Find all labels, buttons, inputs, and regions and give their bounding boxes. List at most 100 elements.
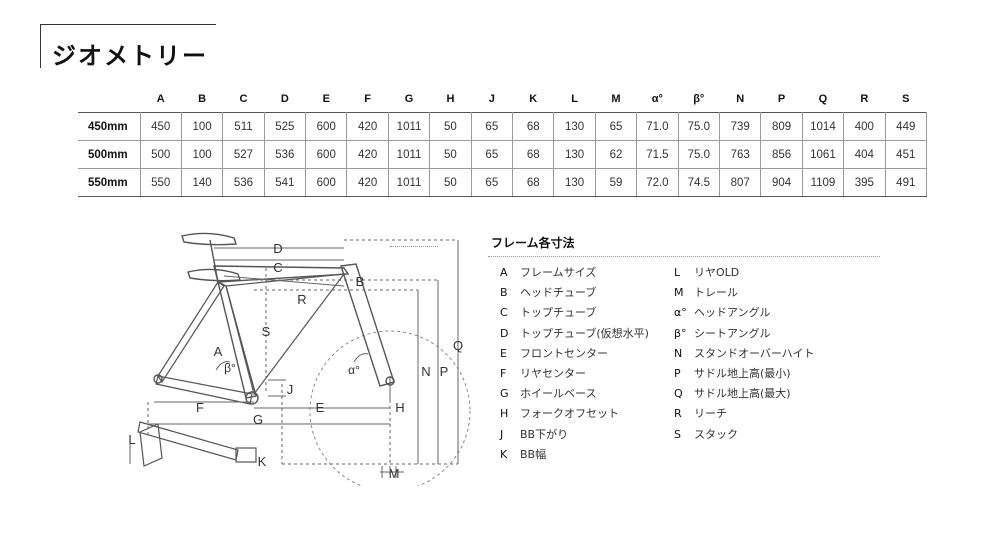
legend-key: R xyxy=(674,407,682,421)
dim-label-p: P xyxy=(440,364,449,379)
table-cell: 527 xyxy=(222,140,265,169)
table-cell: 420 xyxy=(346,112,389,141)
table-cell: 50 xyxy=(429,112,472,141)
legend-key: S xyxy=(674,427,681,441)
table-cell: 536 xyxy=(222,168,265,197)
dim-label-s: S xyxy=(262,324,271,339)
table-cell: 395 xyxy=(843,168,886,197)
table-cell: 600 xyxy=(305,140,348,169)
legend-label: ヘッドチューブ xyxy=(520,286,597,300)
legend-item: D トップチューブ(仮想水平) xyxy=(500,324,649,344)
table-cell: 50 xyxy=(429,168,472,197)
table-cell: 511 xyxy=(222,112,265,141)
table-cell: 550 xyxy=(139,168,182,197)
legend-item: M トレール xyxy=(674,283,814,303)
dim-label-m: M xyxy=(389,466,400,481)
table-cell: 451 xyxy=(884,140,928,169)
frame-size-cell: 500mm xyxy=(78,140,141,169)
dim-label-h: H xyxy=(395,400,404,415)
legend-key: N xyxy=(674,346,683,360)
table-cell: 525 xyxy=(263,112,307,141)
table-cell: 1109 xyxy=(801,168,845,197)
table-cell: 65 xyxy=(470,112,514,141)
legend-item: α° ヘッドアングル xyxy=(674,303,814,323)
legend-label: フロントセンター xyxy=(520,346,608,360)
table-cell: 65 xyxy=(470,140,514,169)
legend-key: H xyxy=(500,407,509,421)
dim-label-alpha: α° xyxy=(348,363,360,377)
column-header: A xyxy=(156,93,165,105)
table-cell: 59 xyxy=(594,168,638,197)
legend-footer-rule xyxy=(390,246,438,247)
table-cell: 75.0 xyxy=(677,140,720,169)
table-cell: 62 xyxy=(594,140,638,169)
page-title: ジオメトリー xyxy=(52,42,208,70)
legend-label: スタンドオーバーハイト xyxy=(694,346,815,360)
geometry-table-corner xyxy=(78,86,140,113)
column-header: α° xyxy=(651,93,663,105)
table-cell: 536 xyxy=(263,140,307,169)
legend-item: R リーチ xyxy=(674,404,814,424)
table-cell: 1011 xyxy=(387,112,431,141)
table-cell: 100 xyxy=(180,112,224,141)
saddle-lower xyxy=(187,268,241,282)
legend-key: D xyxy=(500,326,509,340)
dim-label-f: F xyxy=(196,400,204,415)
legend-item: B ヘッドチューブ xyxy=(500,283,649,303)
table-cell: 809 xyxy=(760,112,803,141)
table-cell: 74.5 xyxy=(677,168,720,197)
column-header: Q xyxy=(818,93,828,105)
frame-size-cell: 450mm xyxy=(78,112,141,141)
column-header: J xyxy=(488,93,495,105)
legend-item: F リヤセンター xyxy=(500,364,649,384)
legend-item: P サドル地上高(最小) xyxy=(674,364,814,384)
table-cell: 420 xyxy=(346,140,389,169)
frame-size-cell: 550mm xyxy=(78,168,141,197)
legend-item: H フォークオフセット xyxy=(500,404,649,424)
legend-key: K xyxy=(500,447,508,461)
legend-key: G xyxy=(500,387,509,401)
table-cell: 65 xyxy=(470,168,514,197)
legend-label: シートアングル xyxy=(694,326,771,340)
table-cell: 807 xyxy=(718,168,762,197)
table-cell: 763 xyxy=(718,140,762,169)
legend-key: Q xyxy=(674,387,683,401)
seat-tube-shape xyxy=(216,280,257,399)
table-cell: 140 xyxy=(180,168,224,197)
title-top-rule xyxy=(40,24,216,25)
legend-title: フレーム各寸法 xyxy=(491,236,575,250)
column-header: S xyxy=(902,93,910,105)
legend-label: サドル地上高(最大) xyxy=(694,387,791,401)
column-header: K xyxy=(529,93,538,105)
rear-old-dropout xyxy=(139,423,163,467)
table-cell: 1011 xyxy=(387,168,431,197)
table-cell: 75.0 xyxy=(677,112,720,141)
front-wheel-outline xyxy=(309,330,471,492)
bb-shell-end xyxy=(235,447,257,463)
table-cell: 420 xyxy=(346,168,389,197)
legend-item: C トップチューブ xyxy=(500,303,649,323)
legend-label: BB下がり xyxy=(520,427,569,441)
page-title-block: ジオメトリー xyxy=(40,24,216,70)
column-header: F xyxy=(364,93,372,105)
column-header: C xyxy=(239,93,248,105)
saddle-upper xyxy=(181,232,237,246)
legend-label: BB幅 xyxy=(520,447,547,461)
seatpost-upper xyxy=(209,239,219,283)
seat-stay-shape xyxy=(157,281,225,384)
column-header: E xyxy=(322,93,330,105)
legend-key: P xyxy=(674,366,681,380)
legend-item: E フロントセンター xyxy=(500,344,649,364)
column-header: P xyxy=(777,93,786,105)
rear-old-stay xyxy=(137,421,239,461)
legend-key: A xyxy=(500,266,508,279)
table-cell: 1014 xyxy=(801,112,845,141)
table-cell: 856 xyxy=(760,140,803,169)
column-header: M xyxy=(611,93,621,105)
legend-label: スタック xyxy=(694,427,738,441)
table-cell: 500 xyxy=(139,140,182,169)
